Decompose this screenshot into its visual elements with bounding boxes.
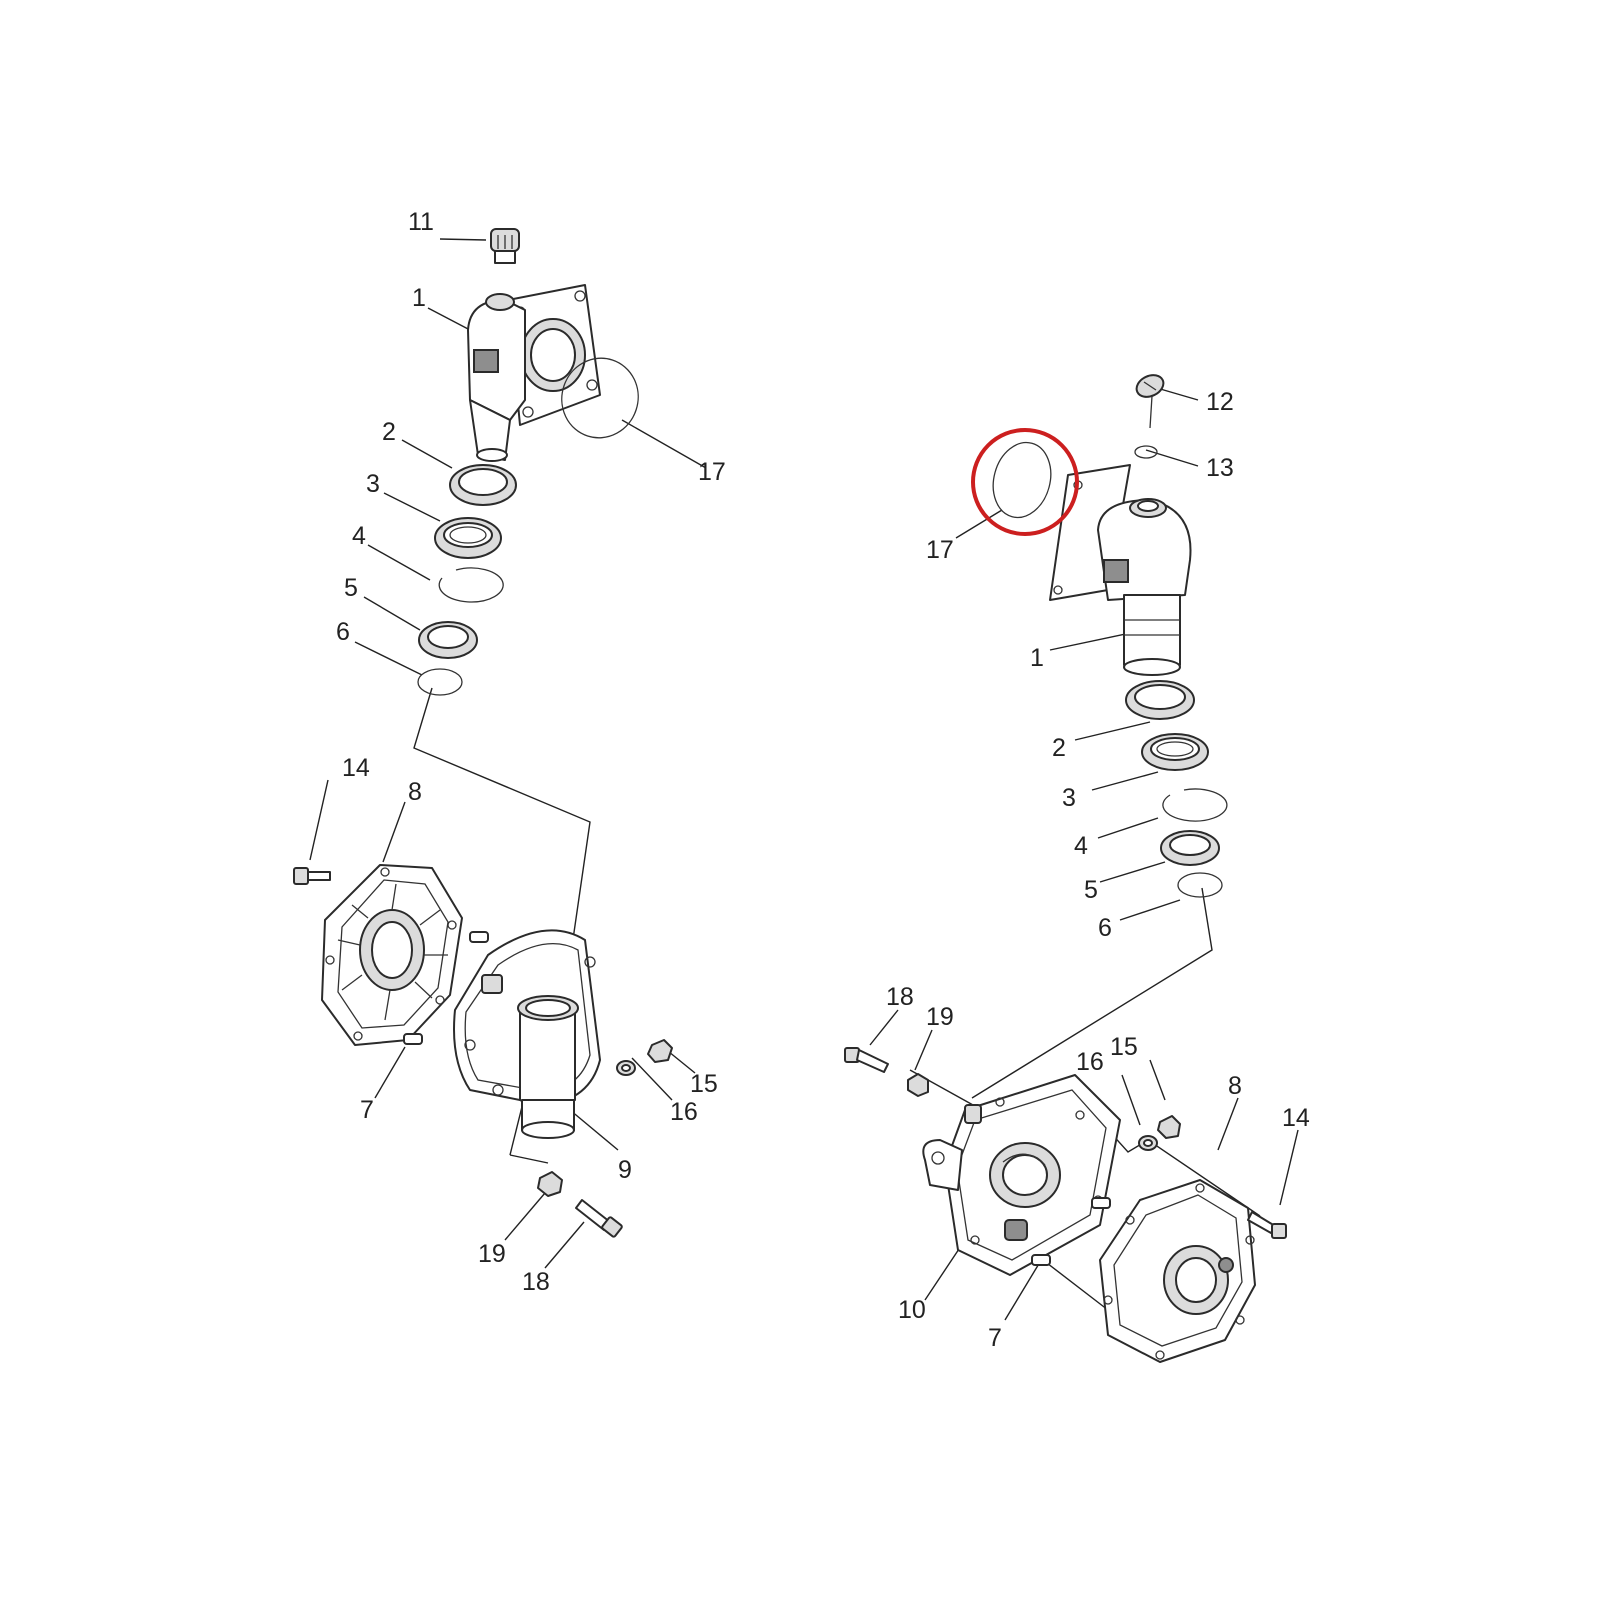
right-part-18-bolt [844, 1047, 889, 1073]
right-callout-1: 1 [1030, 644, 1044, 672]
left-callout-18: 18 [522, 1268, 550, 1296]
right-callout-12: 12 [1206, 388, 1234, 416]
left-assembly: 11 1 2 3 4 5 6 17 14 8 7 15 16 9 19 18 [293, 208, 726, 1296]
left-callout-5: 5 [344, 574, 358, 602]
left-part-11-plug [490, 228, 520, 264]
right-part-16-washer [1138, 1135, 1158, 1151]
left-part-5-seal [418, 621, 478, 659]
right-callout-14: 14 [1282, 1104, 1310, 1132]
highlight-circle [971, 428, 1079, 536]
left-callout-6: 6 [336, 618, 350, 646]
left-part-15-plug [647, 1039, 673, 1063]
left-part-17-o-ring [561, 357, 639, 439]
left-callout-9: 9 [618, 1156, 632, 1184]
right-part-12-cap [1135, 374, 1165, 429]
left-part-2-seal [449, 464, 517, 506]
left-callout-8: 8 [408, 778, 422, 806]
right-callout-8: 8 [1228, 1072, 1242, 1100]
right-callout-13: 13 [1206, 454, 1234, 482]
right-callout-4: 4 [1074, 832, 1088, 860]
left-callout-11: 11 [408, 208, 434, 236]
right-part-17-o-ring [992, 441, 1052, 519]
right-callout-10: 10 [898, 1296, 926, 1324]
right-part-8-cover [1099, 1179, 1256, 1363]
left-part-16-washer [616, 1060, 636, 1076]
right-part-3-bearing [1141, 733, 1209, 771]
left-part-6-ring [417, 668, 463, 696]
right-callout-7: 7 [988, 1324, 1002, 1352]
left-part-1-housing [467, 284, 601, 462]
left-callouts: 11 1 2 3 4 5 6 17 14 8 7 15 16 9 19 18 [336, 208, 726, 1296]
left-part-9-casing [453, 929, 601, 1139]
right-part-5-seal [1160, 830, 1220, 866]
left-callout-1: 1 [412, 284, 426, 312]
left-callout-15: 15 [690, 1070, 718, 1098]
right-part-14-bolt [1247, 1211, 1287, 1239]
right-part-7-pin [1031, 1197, 1111, 1266]
left-part-8-cover [321, 864, 463, 1046]
left-part-18-bolt [575, 1199, 623, 1238]
right-part-6-ring [1177, 872, 1223, 898]
left-callout-7: 7 [360, 1096, 374, 1124]
left-callout-17: 17 [698, 458, 726, 486]
left-part-3-bearing [434, 517, 502, 559]
right-callout-6: 6 [1098, 914, 1112, 942]
right-callout-17: 17 [926, 536, 954, 564]
right-part-13-o-ring [1134, 445, 1158, 459]
left-part-7-pin [403, 931, 489, 1045]
left-callout-4: 4 [352, 522, 366, 550]
right-part-10-casing [922, 1074, 1121, 1276]
right-callout-3: 3 [1062, 784, 1076, 812]
left-part-19-nut [537, 1171, 563, 1197]
right-callouts: 12 13 17 1 2 3 4 5 6 18 19 15 16 8 14 10… [886, 388, 1310, 1352]
left-callout-14: 14 [342, 754, 370, 782]
right-callout-18: 18 [886, 983, 914, 1011]
right-part-2-seal [1125, 680, 1195, 720]
right-callout-19: 19 [926, 1003, 954, 1031]
right-assembly: 12 13 17 1 2 3 4 5 6 18 19 15 16 8 14 10… [844, 374, 1310, 1363]
left-callout-2: 2 [382, 418, 396, 446]
right-callout-2: 2 [1052, 734, 1066, 762]
right-part-4-snap-ring [1162, 788, 1228, 822]
right-part-15-plug [1157, 1115, 1181, 1139]
left-callout-19: 19 [478, 1240, 506, 1268]
left-part-4-snap-ring [438, 567, 504, 603]
right-callout-16: 16 [1076, 1048, 1104, 1076]
right-callout-15: 15 [1110, 1033, 1138, 1061]
left-part-14-bolt [293, 867, 331, 885]
right-part-19-nut [907, 1073, 929, 1097]
left-callout-3: 3 [366, 470, 380, 498]
left-callout-16: 16 [670, 1098, 698, 1126]
right-part-1-housing [1049, 464, 1192, 676]
right-callout-5: 5 [1084, 876, 1098, 904]
